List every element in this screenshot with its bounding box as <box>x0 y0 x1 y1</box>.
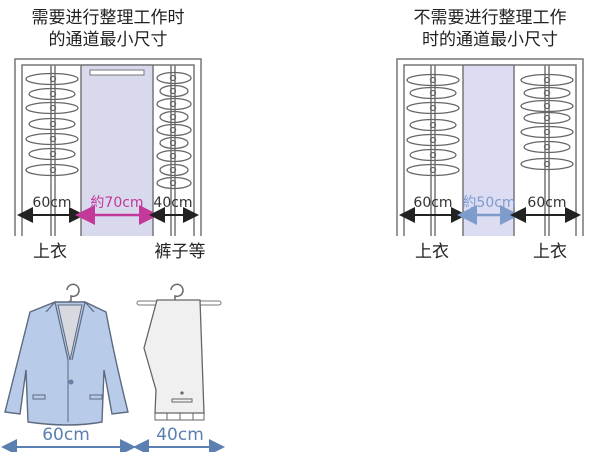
garment-outline <box>25 101 79 115</box>
hanger-hook <box>169 74 177 82</box>
hanger-hook <box>429 76 437 84</box>
hanger-hook <box>49 120 57 128</box>
left-width-label: 60cm <box>413 195 452 211</box>
garment-outline <box>28 147 76 161</box>
garment-outline <box>406 163 460 177</box>
garment-outline <box>406 101 460 115</box>
garment-outline <box>25 132 79 146</box>
hanger-hook <box>169 139 177 147</box>
garment-outline <box>406 133 460 147</box>
garment-outline <box>159 84 189 98</box>
garment-outline <box>25 163 79 177</box>
garment-outline <box>406 73 460 87</box>
hanger-hook <box>543 160 551 168</box>
left-closet-panel: 需要进行整理工作时 的通道最小尺寸 60cm 約70cm 40cm 上衣 裤子等 <box>14 8 206 262</box>
garment-outline <box>409 148 457 162</box>
hanger-hook <box>169 166 177 174</box>
right-title-line2: 时的通道最小尺寸 <box>422 30 558 50</box>
hanger-hook <box>169 179 177 187</box>
garment-outline <box>523 86 571 100</box>
hanger-hook <box>543 76 551 84</box>
garment-outline <box>520 73 574 87</box>
garment-outline <box>159 163 189 177</box>
jacket-illustration <box>4 283 129 426</box>
hanging-clothes-left <box>25 72 79 177</box>
hanger-hook <box>543 143 551 151</box>
garment-outline <box>28 87 76 101</box>
garment-outline <box>523 140 571 154</box>
garment-outline <box>520 157 574 171</box>
hanger-hook <box>49 90 57 98</box>
right-section-label: 裤子等 <box>155 242 206 262</box>
aisle-width-label: 約70cm <box>90 195 143 211</box>
right-title-line1: 不需要进行整理工作 <box>414 8 567 28</box>
right-width-label: 60cm <box>527 195 566 211</box>
left-section-label: 上衣 <box>415 242 449 262</box>
garment-outline <box>409 118 457 132</box>
jacket-width-label: 60cm <box>42 425 90 445</box>
closet-frame <box>396 58 584 236</box>
garment-outline <box>28 117 76 131</box>
pants-illustration <box>136 283 222 421</box>
hanger-hook <box>49 166 57 174</box>
left-section-label: 上衣 <box>33 242 67 262</box>
right-width-label: 40cm <box>153 195 192 211</box>
hanger-hook <box>543 128 551 136</box>
garment-outline <box>156 123 192 137</box>
pants-width-label: 40cm <box>156 425 204 445</box>
hanger-hook <box>49 104 57 112</box>
garment-outline <box>409 86 457 100</box>
hanger-hook <box>49 75 57 83</box>
hanger-hook <box>169 152 177 160</box>
left-title-line1: 需要进行整理工作时 <box>32 8 185 28</box>
hanger-hook <box>49 135 57 143</box>
ceiling-light <box>89 69 145 76</box>
hanger-hook <box>429 104 437 112</box>
hanger-hook <box>429 121 437 129</box>
hanging-clothes-left <box>406 73 460 177</box>
left-width-label: 60cm <box>32 195 71 211</box>
garment-outline <box>520 125 574 139</box>
hanger-hook <box>49 150 57 158</box>
garment-outline <box>159 136 189 150</box>
garment-outline <box>156 176 192 190</box>
hanger-hook <box>543 102 551 110</box>
hanger-icon <box>139 283 220 304</box>
aisle-width-label: 約50cm <box>462 195 515 211</box>
hanger-hook <box>169 126 177 134</box>
garment-outline <box>159 110 189 124</box>
hanger-hook <box>543 89 551 97</box>
hanger-hook <box>429 136 437 144</box>
hanger-hook <box>429 151 437 159</box>
garment-outline <box>156 97 192 111</box>
hanger-hook <box>429 166 437 174</box>
hanger-hook <box>169 87 177 95</box>
hanger-hook <box>169 113 177 121</box>
hanging-clothes-right <box>520 73 574 171</box>
hanger-hook <box>429 89 437 97</box>
hanging-clothes-right <box>156 71 192 190</box>
right-closet-panel: 不需要进行整理工作 时的通道最小尺寸 60cm 約50cm 60cm 上衣 上衣 <box>396 8 584 262</box>
hanger-hook <box>543 114 551 122</box>
garment-outline <box>520 99 574 113</box>
garment-outline <box>156 71 192 85</box>
garment-outline <box>25 72 79 86</box>
right-section-label: 上衣 <box>533 242 567 262</box>
left-title-line2: 的通道最小尺寸 <box>49 30 168 50</box>
garment-outline <box>156 149 192 163</box>
garment-outline <box>523 111 571 125</box>
hanger-hook <box>169 100 177 108</box>
